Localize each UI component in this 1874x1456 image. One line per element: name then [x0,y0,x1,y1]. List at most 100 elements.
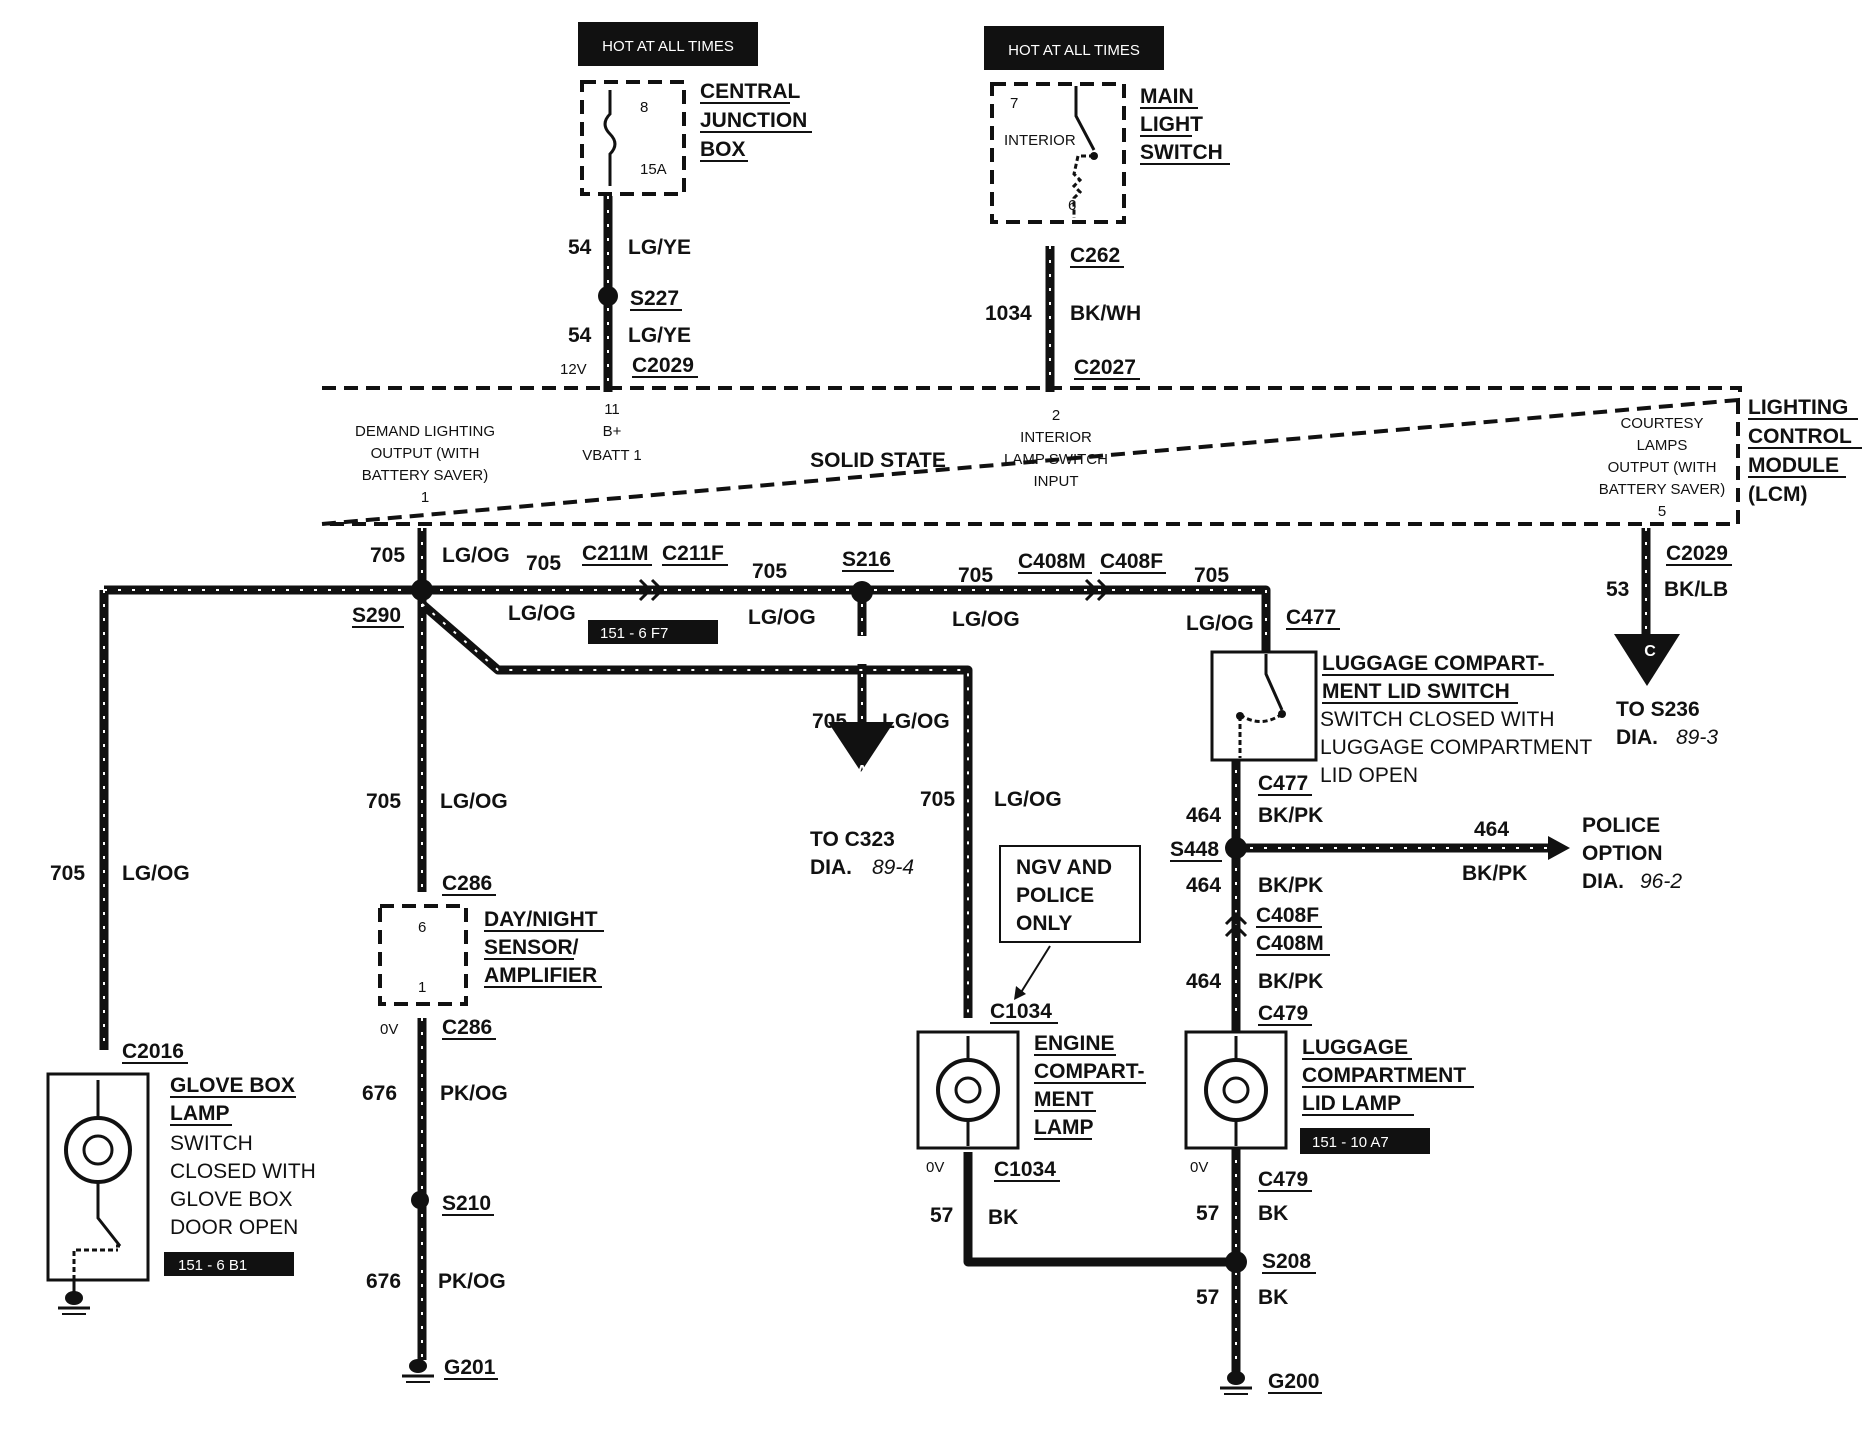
s448-label: S448 [1170,838,1219,861]
c1034-top-label: C1034 [990,1000,1052,1023]
c2016-label: C2016 [122,1040,184,1063]
ref-badge-f7 [588,620,718,644]
engine-label-1: ENGINE [1034,1032,1115,1055]
splice-s290 [411,579,433,601]
svg-text:DIA.: DIA. [810,856,852,879]
c211f-label: C211F [662,542,724,565]
connector-c408-vertical-icon [1224,911,1248,938]
luggage-switch-label-1: LUGGAGE COMPART- [1322,652,1544,675]
police-option-label-2: OPTION [1582,842,1663,865]
hot-text-right: HOT AT ALL TIMES [1008,42,1140,59]
svg-text:151 - 6 F7: 151 - 6 F7 [600,625,668,642]
lcm-title-3: MODULE [1748,454,1839,477]
svg-text:LG/OG: LG/OG [952,608,1020,631]
svg-text:705: 705 [526,552,561,575]
svg-text:DIA.: DIA. [1582,870,1624,893]
luggage-compartment-lid-switch-box [1210,650,1318,762]
glovebox-label-1: GLOVE BOX [170,1074,295,1097]
svg-text:705: 705 [752,560,787,583]
c408f-vertical-label: C408F [1256,904,1319,927]
svg-text:LG/OG: LG/OG [748,606,816,629]
svg-text:705: 705 [366,790,401,813]
luggage-lamp-label-2: COMPARTMENT [1302,1064,1466,1087]
lcm-title-1: LIGHTING [1748,396,1848,419]
svg-text:SWITCH: SWITCH [170,1132,253,1155]
svg-text:DIA.: DIA. [1616,726,1658,749]
svg-text:BK/PK: BK/PK [1258,874,1323,897]
svg-text:GLOVE BOX: GLOVE BOX [170,1188,293,1211]
svg-text:BK: BK [1258,1202,1288,1225]
svg-text:705: 705 [920,788,955,811]
svg-text:LG/OG: LG/OG [440,790,508,813]
c2029-right-label: C2029 [1666,542,1728,565]
svg-text:15A: 15A [640,161,667,178]
svg-text:705: 705 [1194,564,1229,587]
splice-s227 [598,286,618,306]
svg-text:89-3: 89-3 [1676,726,1718,749]
svg-text:BATTERY SAVER): BATTERY SAVER) [362,467,488,484]
svg-text:OUTPUT (WITH: OUTPUT (WITH [1608,459,1717,476]
luggage-switch-icon [1264,654,1284,711]
svg-text:COURTESY: COURTESY [1620,415,1703,432]
lcm-title-2: CONTROL [1748,425,1852,448]
svg-text:54: 54 [568,236,592,259]
mls-label-1: MAIN [1140,85,1194,108]
svg-text:LG/YE: LG/YE [628,236,691,259]
switch-contact-icon [1074,86,1096,151]
svg-text:705: 705 [370,544,405,567]
splice-s448 [1225,837,1247,859]
c477-top-label: C477 [1286,606,1336,629]
g201-label: G201 [444,1356,496,1379]
svg-text:OUTPUT (WITH: OUTPUT (WITH [371,445,480,462]
c262-label: C262 [1070,244,1120,267]
mls-label-3: SWITCH [1140,141,1223,164]
to-c323-label: TO C323 [810,828,895,851]
svg-text:LAMP SWITCH: LAMP SWITCH [1004,451,1108,468]
luggage-switch-label-2: MENT LID SWITCH [1322,680,1510,703]
connector-c211-icon [638,578,665,602]
svg-text:5: 5 [1658,503,1666,520]
cjb-label-1: CENTRAL [700,80,800,103]
svg-text:BK/PK: BK/PK [1258,804,1323,827]
svg-text:LG/YE: LG/YE [628,324,691,347]
svg-text:705: 705 [50,862,85,885]
svg-text:57: 57 [930,1204,953,1227]
c479-top-label: C479 [1258,1002,1308,1025]
svg-text:7: 7 [1010,95,1018,112]
central-junction-box [580,80,686,196]
lighting-control-module-box [321,386,1742,526]
police-arrow-icon [1548,836,1570,860]
svg-text:1: 1 [418,979,426,996]
s208-label: S208 [1262,1250,1311,1273]
svg-text:LG/OG: LG/OG [882,710,950,733]
svg-text:NGV AND: NGV AND [1016,856,1112,879]
svg-text:CLOSED WITH: CLOSED WITH [170,1160,316,1183]
svg-text:53: 53 [1606,578,1629,601]
svg-text:1034: 1034 [985,302,1032,325]
sensor-label-2: SENSOR/ [484,936,579,959]
c1034-bottom-label: C1034 [994,1158,1056,1181]
svg-text:705: 705 [812,710,847,733]
svg-text:BK/WH: BK/WH [1070,302,1141,325]
svg-text:2: 2 [1052,407,1060,424]
svg-text:SWITCH CLOSED WITH: SWITCH CLOSED WITH [1320,708,1555,731]
svg-text:0V: 0V [380,1021,398,1038]
svg-text:BK/PK: BK/PK [1258,970,1323,993]
fuse-icon [603,90,617,186]
svg-text:12V: 12V [560,361,587,378]
s227-label: S227 [630,287,679,310]
c479-bottom-label: C479 [1258,1168,1308,1191]
svg-text:LG/OG: LG/OG [442,544,510,567]
c477-bottom-label: C477 [1258,772,1308,795]
svg-text:LAMPS: LAMPS [1637,437,1688,454]
police-option-label-1: POLICE [1582,814,1660,837]
splice-s210 [411,1191,429,1209]
svg-text:464: 464 [1474,818,1509,841]
svg-text:BK: BK [1258,1286,1288,1309]
svg-text:464: 464 [1186,804,1221,827]
ground-g200-icon [1220,1371,1252,1395]
sensor-label-1: DAY/NIGHT [484,908,598,931]
svg-text:PK/OG: PK/OG [438,1270,506,1293]
svg-text:ONLY: ONLY [1016,912,1072,935]
svg-text:BK/PK: BK/PK [1462,862,1527,885]
